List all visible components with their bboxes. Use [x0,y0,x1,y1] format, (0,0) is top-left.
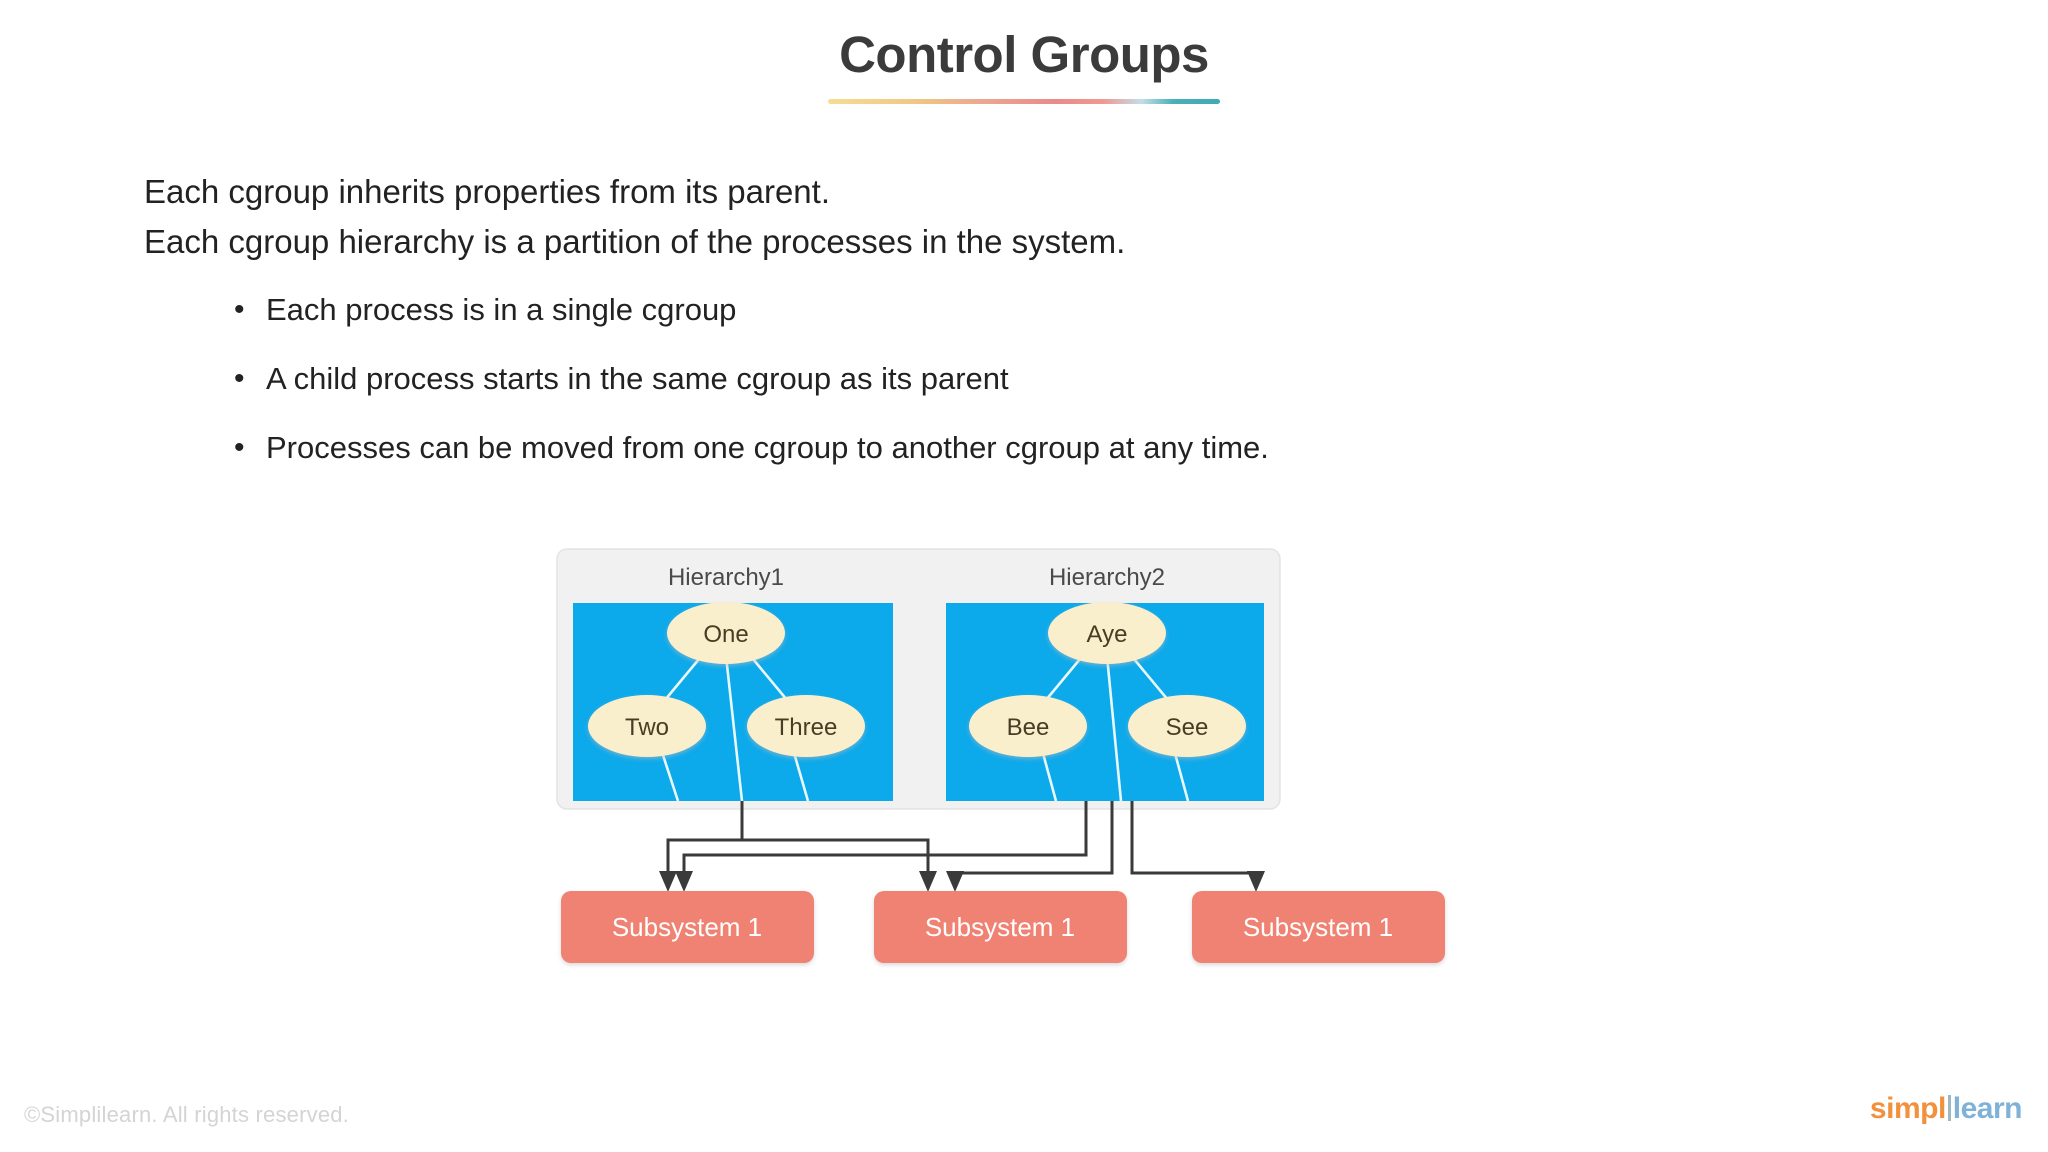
list-item: • Processes can be moved from one cgroup… [234,429,1844,468]
bullet-dot-icon: • [234,361,245,395]
logo-divider-icon [1947,1095,1951,1121]
node-bee-label: Bee [1007,714,1050,741]
bullet-dot-icon: • [234,293,245,327]
intro-paragraph-2: Each cgroup hierarchy is a partition of … [144,222,1126,260]
hierarchy2-label: Hierarchy2 [1049,564,1165,591]
bullet-dot-icon: • [234,430,245,464]
body-copy: Each cgroup inherits properties from its… [144,170,1844,497]
subsystem-box-2-label: Subsystem 1 [925,912,1075,942]
bullet-text: Each process is in a single cgroup [266,292,737,328]
bullet-list: • Each process is in a single cgroup • A… [144,291,1844,467]
title-block: Control Groups [0,26,2048,104]
node-see-label: See [1166,714,1209,741]
subsystem-box-3-label: Subsystem 1 [1243,912,1393,942]
bullet-text: Processes can be moved from one cgroup t… [266,429,1269,465]
hierarchy1-label: Hierarchy1 [668,564,784,591]
subsystem-connectors [659,801,1265,892]
node-one[interactable] [667,602,785,664]
list-item: • Each process is in a single cgroup [234,291,1844,330]
subsystem-box-2[interactable] [874,891,1127,963]
logo-text-primary: simpl [1869,1092,1946,1125]
node-see[interactable] [1128,695,1246,757]
bullet-text: A child process starts in the same cgrou… [266,360,1009,396]
subsystem-box-1[interactable] [561,891,814,963]
node-two[interactable] [588,695,706,757]
footer-copyright: ©Simplilearn. All rights reserved. [24,1102,350,1127]
subsystem-box-3[interactable] [1192,891,1445,963]
intro-paragraph-1: Each cgroup inherits properties from its… [144,173,830,210]
node-three[interactable] [747,695,865,757]
logo-text-secondary: learn [1952,1092,2023,1125]
subsystem-box-1-label: Subsystem 1 [612,912,762,942]
node-bee[interactable] [969,695,1087,757]
title-accent-rule [828,98,1220,104]
page-title: Control Groups [839,26,1209,83]
cgroup-hierarchy-diagram: Hierarchy1 Hierarchy2 One Two Three [556,548,1498,1068]
simplilearn-logo: simpl learn [1869,1092,2023,1126]
node-three-label: Three [775,714,838,741]
node-aye[interactable] [1048,602,1166,664]
node-two-label: Two [625,714,669,741]
node-one-label: One [703,621,748,648]
node-aye-label: Aye [1087,621,1128,648]
list-item: • A child process starts in the same cgr… [234,360,1844,399]
